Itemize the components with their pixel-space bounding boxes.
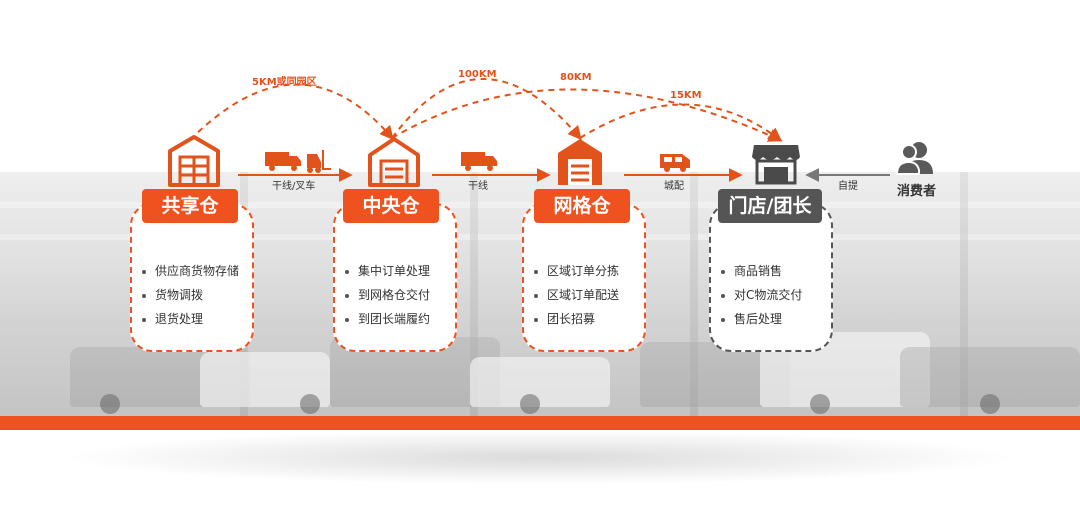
- link-label-grid-store: 城配: [664, 181, 684, 192]
- bar-shadow: [60, 430, 1020, 485]
- warehouse-icon: [368, 137, 420, 187]
- title-grid-warehouse: 网格仓: [534, 189, 630, 223]
- consumer-label: 消费者: [897, 184, 937, 199]
- list-item: 到网格仓交付: [341, 283, 430, 307]
- list-item: 到团长端履约: [341, 307, 430, 331]
- store-leader-items: 商品销售 对C物流交付 售后处理: [717, 259, 802, 331]
- list-item: 退货处理: [138, 307, 239, 331]
- title-shared-warehouse: 共享仓: [142, 189, 238, 223]
- list-item: 对C物流交付: [717, 283, 802, 307]
- warehouse-icon: [558, 139, 602, 185]
- forklift-icon: [307, 150, 331, 173]
- distance-label-shared-central: 5KM或同园区: [252, 77, 317, 88]
- list-item: 区域订单配送: [530, 283, 619, 307]
- list-item: 供应商货物存储: [138, 259, 239, 283]
- van-icon: [660, 154, 690, 172]
- list-item: 区域订单分拣: [530, 259, 619, 283]
- central-warehouse-items: 集中订单处理 到网格仓交付 到团长端履约: [341, 259, 430, 331]
- truck-icon: [265, 152, 301, 171]
- link-label-shared-central: 干线/叉车: [272, 181, 316, 192]
- list-item: 货物调拨: [138, 283, 239, 307]
- distance-label-grid-store: 15KM: [670, 90, 702, 101]
- grid-warehouse-items: 区域订单分拣 区域订单配送 团长招募: [530, 259, 619, 331]
- link-label-consumer-store: 自提: [838, 181, 858, 192]
- arc-shared-to-central: [189, 83, 394, 141]
- arc-central-to-store: [391, 88, 783, 142]
- card-grid-warehouse: 区域订单分拣 区域订单配送 团长招募: [522, 203, 646, 352]
- truck-icon: [461, 152, 497, 171]
- consumer-icon: [895, 142, 933, 175]
- distance-label-central-grid: 100KM: [458, 69, 497, 80]
- shop-icon: [752, 145, 800, 185]
- link-label-central-grid: 干线: [468, 181, 488, 192]
- title-central-warehouse: 中央仓: [343, 189, 439, 223]
- list-item: 售后处理: [717, 307, 802, 331]
- bottom-accent-bar: [0, 416, 1080, 430]
- distance-label-central-store: 80KM: [560, 72, 592, 83]
- title-store-leader: 门店/团长: [718, 189, 822, 223]
- card-store-leader: 商品销售 对C物流交付 售后处理: [709, 203, 833, 352]
- shared-warehouse-items: 供应商货物存储 货物调拨 退货处理: [138, 259, 239, 331]
- card-central-warehouse: 集中订单处理 到网格仓交付 到团长端履约: [333, 203, 457, 352]
- list-item: 集中订单处理: [341, 259, 430, 283]
- list-item: 商品销售: [717, 259, 802, 283]
- warehouse-icon: [168, 135, 220, 187]
- card-shared-warehouse: 供应商货物存储 货物调拨 退货处理: [130, 203, 254, 352]
- arc-grid-to-store: [579, 103, 783, 142]
- arc-central-to-grid: [391, 78, 582, 141]
- list-item: 团长招募: [530, 307, 619, 331]
